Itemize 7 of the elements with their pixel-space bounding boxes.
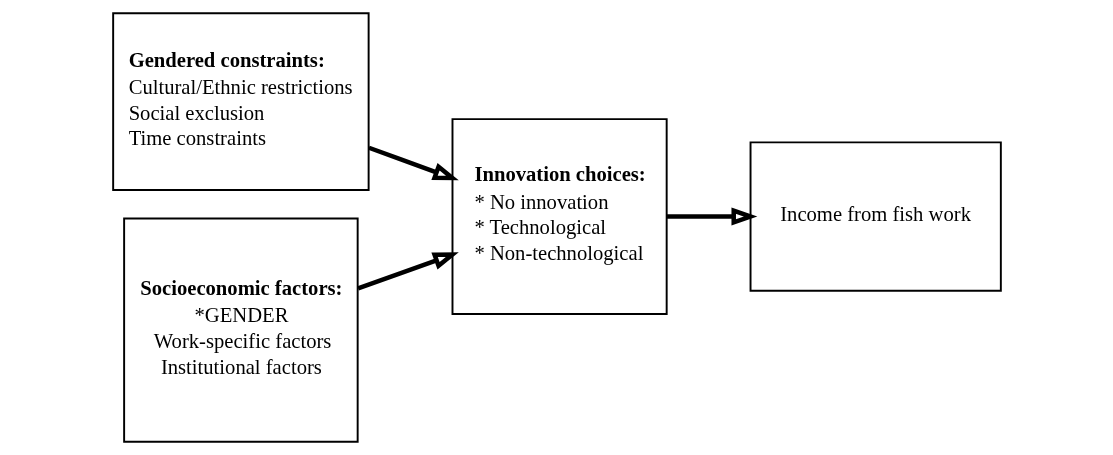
node-box: Gendered constraints: Cultural/Ethnic restrictions Social exclusion Time constraints	[111, 12, 370, 192]
node-box: Socioeconomic factors: *GENDER Work-specific factors Institutional factors	[122, 217, 359, 443]
arrow	[367, 145, 459, 181]
node-box: Income from fish work	[749, 141, 1002, 292]
arrow	[356, 252, 459, 291]
node-box: Innovation choices: * No innovation * Technological * Non-technological	[451, 118, 668, 315]
arrow	[666, 207, 757, 226]
